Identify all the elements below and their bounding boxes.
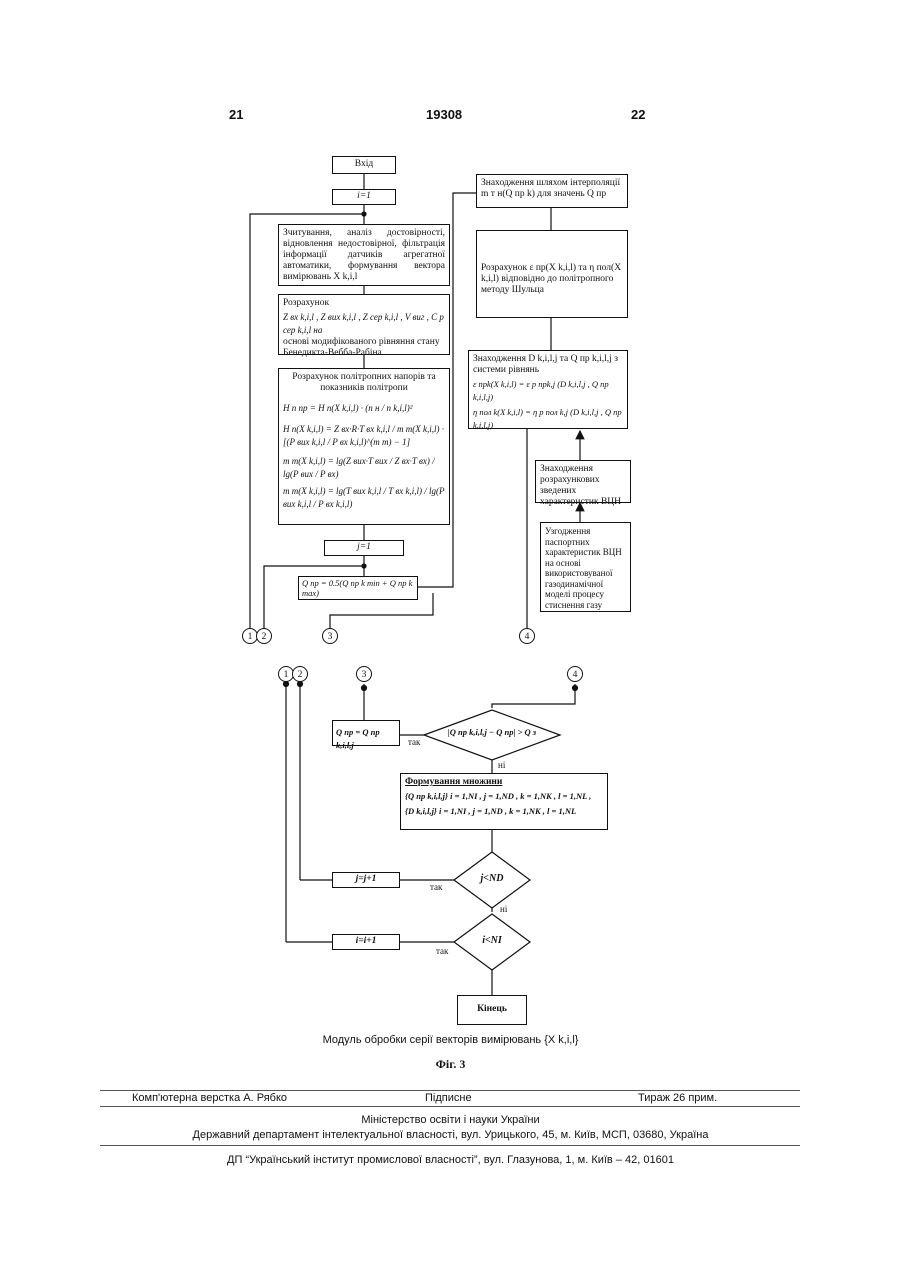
schultz-method-block: Розрахунок ε пр(X k,i,l) та η пол(X k,i,… [476, 230, 628, 318]
calc-z-title: Розрахунок [283, 298, 445, 309]
assign-q-block: Q пр = Q пр k,i,l,j [332, 720, 400, 746]
q-average-block: Q пр = 0.5(Q пр k min + Q пр k max) [298, 576, 418, 600]
footer-circulation: Тираж 26 прим. [638, 1092, 717, 1104]
form-set-eq-1: {Q пр k,i,l,j} i = 1,NI , j = 1,ND , k =… [405, 790, 603, 803]
calc-z-vars: Z вх k,i,l , Z вих k,i,l , Z сер k,i,l ,… [283, 311, 445, 337]
j-condition-label: j<ND [462, 873, 522, 884]
polytropic-eq-1: H п пр = H п(X k,i,l) · (n н / n k,i,l)² [283, 402, 445, 415]
read-data-block: Зчитування, аналіз достовірності, віднов… [278, 224, 450, 286]
polytropic-eq-3: m т(X k,i,l) = lg(Z вих·T вих / Z вх·T в… [283, 455, 445, 481]
end-terminal: Кінець [457, 995, 527, 1025]
connector-3-top: 3 [322, 628, 338, 644]
calc-z-block: Розрахунок Z вх k,i,l , Z вих k,i,l , Z … [278, 294, 450, 355]
start-terminal: Вхід [332, 156, 396, 174]
calc-z-text: основі модифікованого рівняння стану Бен… [283, 337, 445, 359]
figure-label: Фіг. 3 [0, 1057, 901, 1072]
connector-4-top: 4 [519, 628, 535, 644]
polytropic-title: Розрахунок політропних напорів та показн… [283, 372, 445, 394]
system-eq-2: η пол k(X k,i,l) = η p пол k,j (D k,i,l,… [473, 406, 623, 432]
i-init-block: i=1 [332, 189, 396, 205]
form-set-eq-2: {D k,i,l,j} i = 1,NI , j = 1,ND , k = 1,… [405, 805, 603, 818]
footer-rule-middle [100, 1106, 800, 1107]
footer-rule-top [100, 1090, 800, 1091]
i-condition-label: i<NI [462, 935, 522, 946]
footer-institute: ДП “Український інститут промислової вла… [0, 1154, 901, 1166]
connector-4-bottom: 4 [567, 666, 583, 682]
connector-2-bottom: 2 [292, 666, 308, 682]
polytropic-eq-4: m т(X k,i,l) = lg(T вих k,i,l / T вх k,i… [283, 485, 445, 511]
footer-rule-bottom [100, 1145, 800, 1146]
footer-typesetting: Комп'ютерна верстка А. Рябко [132, 1092, 287, 1104]
reduced-characteristics-block: Знаходження розрахункових зведених харак… [535, 460, 631, 503]
yes-label-j: так [430, 882, 442, 892]
interpolation-block: Знаходження шляхом інтерполяції m т н(Q … [476, 174, 628, 208]
system-eq-1: ε прk(X k,i,l) = ε p прk,j (D k,i,l,j , … [473, 378, 623, 404]
no-label-compare: ні [498, 760, 505, 770]
system-equations-block: Знаходження D k,i,l,j та Q пр k,i,l,j з … [468, 350, 628, 429]
footer-department: Державний департамент інтелектуальної вл… [0, 1129, 901, 1141]
system-title: Знаходження D k,i,l,j та Q пр k,i,l,j з … [473, 354, 623, 376]
yes-label-compare: так [408, 737, 420, 747]
figure-caption: Модуль обробки серії векторів вимірювань… [0, 1034, 901, 1046]
yes-label-i: так [436, 946, 448, 956]
compare-diamond-label: |Q пр k,i,l,j − Q пр| > Q з [430, 727, 554, 737]
connector-2-top: 2 [256, 628, 272, 644]
form-set-title: Формування множини [405, 777, 603, 788]
connector-3-bottom: 3 [356, 666, 372, 682]
no-label-j: ні [500, 904, 507, 914]
footer-subscription: Підписне [425, 1092, 472, 1104]
j-increment-block: j=j+1 [332, 872, 400, 888]
footer-ministry: Міністерство освіти і науки України [0, 1114, 901, 1126]
passport-characteristics-block: Узгодження паспортних характеристик ВЦН … [540, 522, 631, 612]
form-set-block: Формування множини {Q пр k,i,l,j} i = 1,… [400, 773, 608, 830]
polytropic-block: Розрахунок політропних напорів та показн… [278, 368, 450, 525]
i-increment-block: i=i+1 [332, 934, 400, 950]
j-init-block: j=1 [324, 540, 404, 556]
polytropic-eq-2: H п(X k,i,l) = Z вх·R·T вх k,i,l / m т(X… [283, 423, 445, 449]
